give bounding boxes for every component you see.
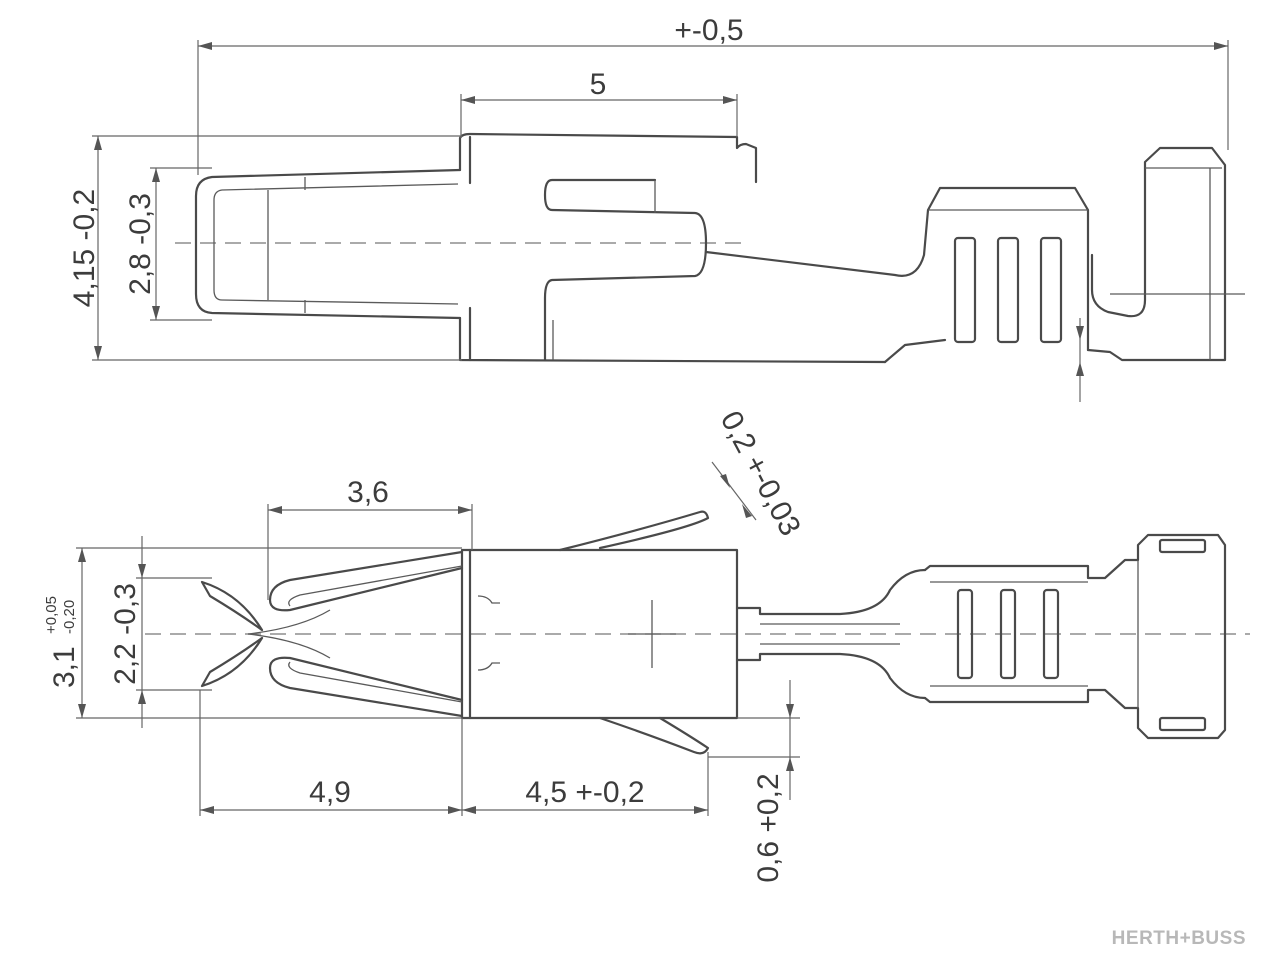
dim-opening: 2,2 -0,3: [109, 583, 142, 685]
bottom-view-dimensions: 3,6 0,2 +-0,03 3,1 +0,05 -0,20 2,2 -0,3: [43, 406, 807, 883]
top-crimp-slot: [953, 236, 977, 344]
top-crimp-slot: [996, 236, 1020, 344]
dim-body-length: 4,5 +-0,2: [525, 776, 644, 809]
bottom-view-terminal: [145, 510, 1250, 755]
top-box-body: [458, 132, 758, 184]
brand-logo-text: HERTH+BUSS: [1112, 928, 1246, 949]
dim-width-main: 3,1: [48, 646, 81, 688]
top-window-slot: [543, 178, 708, 362]
dim-width-tol-upper: +0,05: [43, 596, 60, 634]
dim-width-tol-lower: -0,20: [61, 600, 78, 634]
dim-tab-offset: 0,6 +0,2: [752, 773, 785, 882]
dim-box-length: 5: [590, 68, 607, 101]
brand-logo: HERTH+BUSS: [1112, 928, 1246, 949]
top-view-dimensions: +-0,5 5 4,15 -0,2 2,8 -0,3: [68, 14, 1229, 402]
bottom-lower-tab: [598, 716, 710, 755]
top-spring-contact: [194, 168, 462, 320]
bottom-spring-finger-upper: [268, 550, 464, 612]
top-view-terminal: [175, 132, 1245, 364]
bottom-crimp-slot: [956, 588, 974, 680]
top-insulation-crimp: [1086, 146, 1227, 362]
dim-spring-length: 3,6: [347, 476, 389, 509]
bottom-crimp-barrel: [923, 533, 1227, 740]
dim-total-height: 4,15 -0,2: [68, 189, 101, 307]
dim-contact-height: 2,8 -0,3: [124, 193, 157, 295]
bottom-upper-tab: [558, 510, 710, 552]
bottom-spring-finger-lower: [268, 656, 464, 718]
bottom-crimp-slot: [1042, 588, 1060, 680]
dim-overall-length: +-0,5: [674, 14, 743, 47]
top-crimp-slot: [1039, 236, 1063, 344]
dim-spring-span: 4,9: [309, 776, 351, 809]
bottom-crimp-slot: [999, 588, 1017, 680]
dim-wire-thickness: 0,2 +-0,03: [714, 406, 807, 542]
